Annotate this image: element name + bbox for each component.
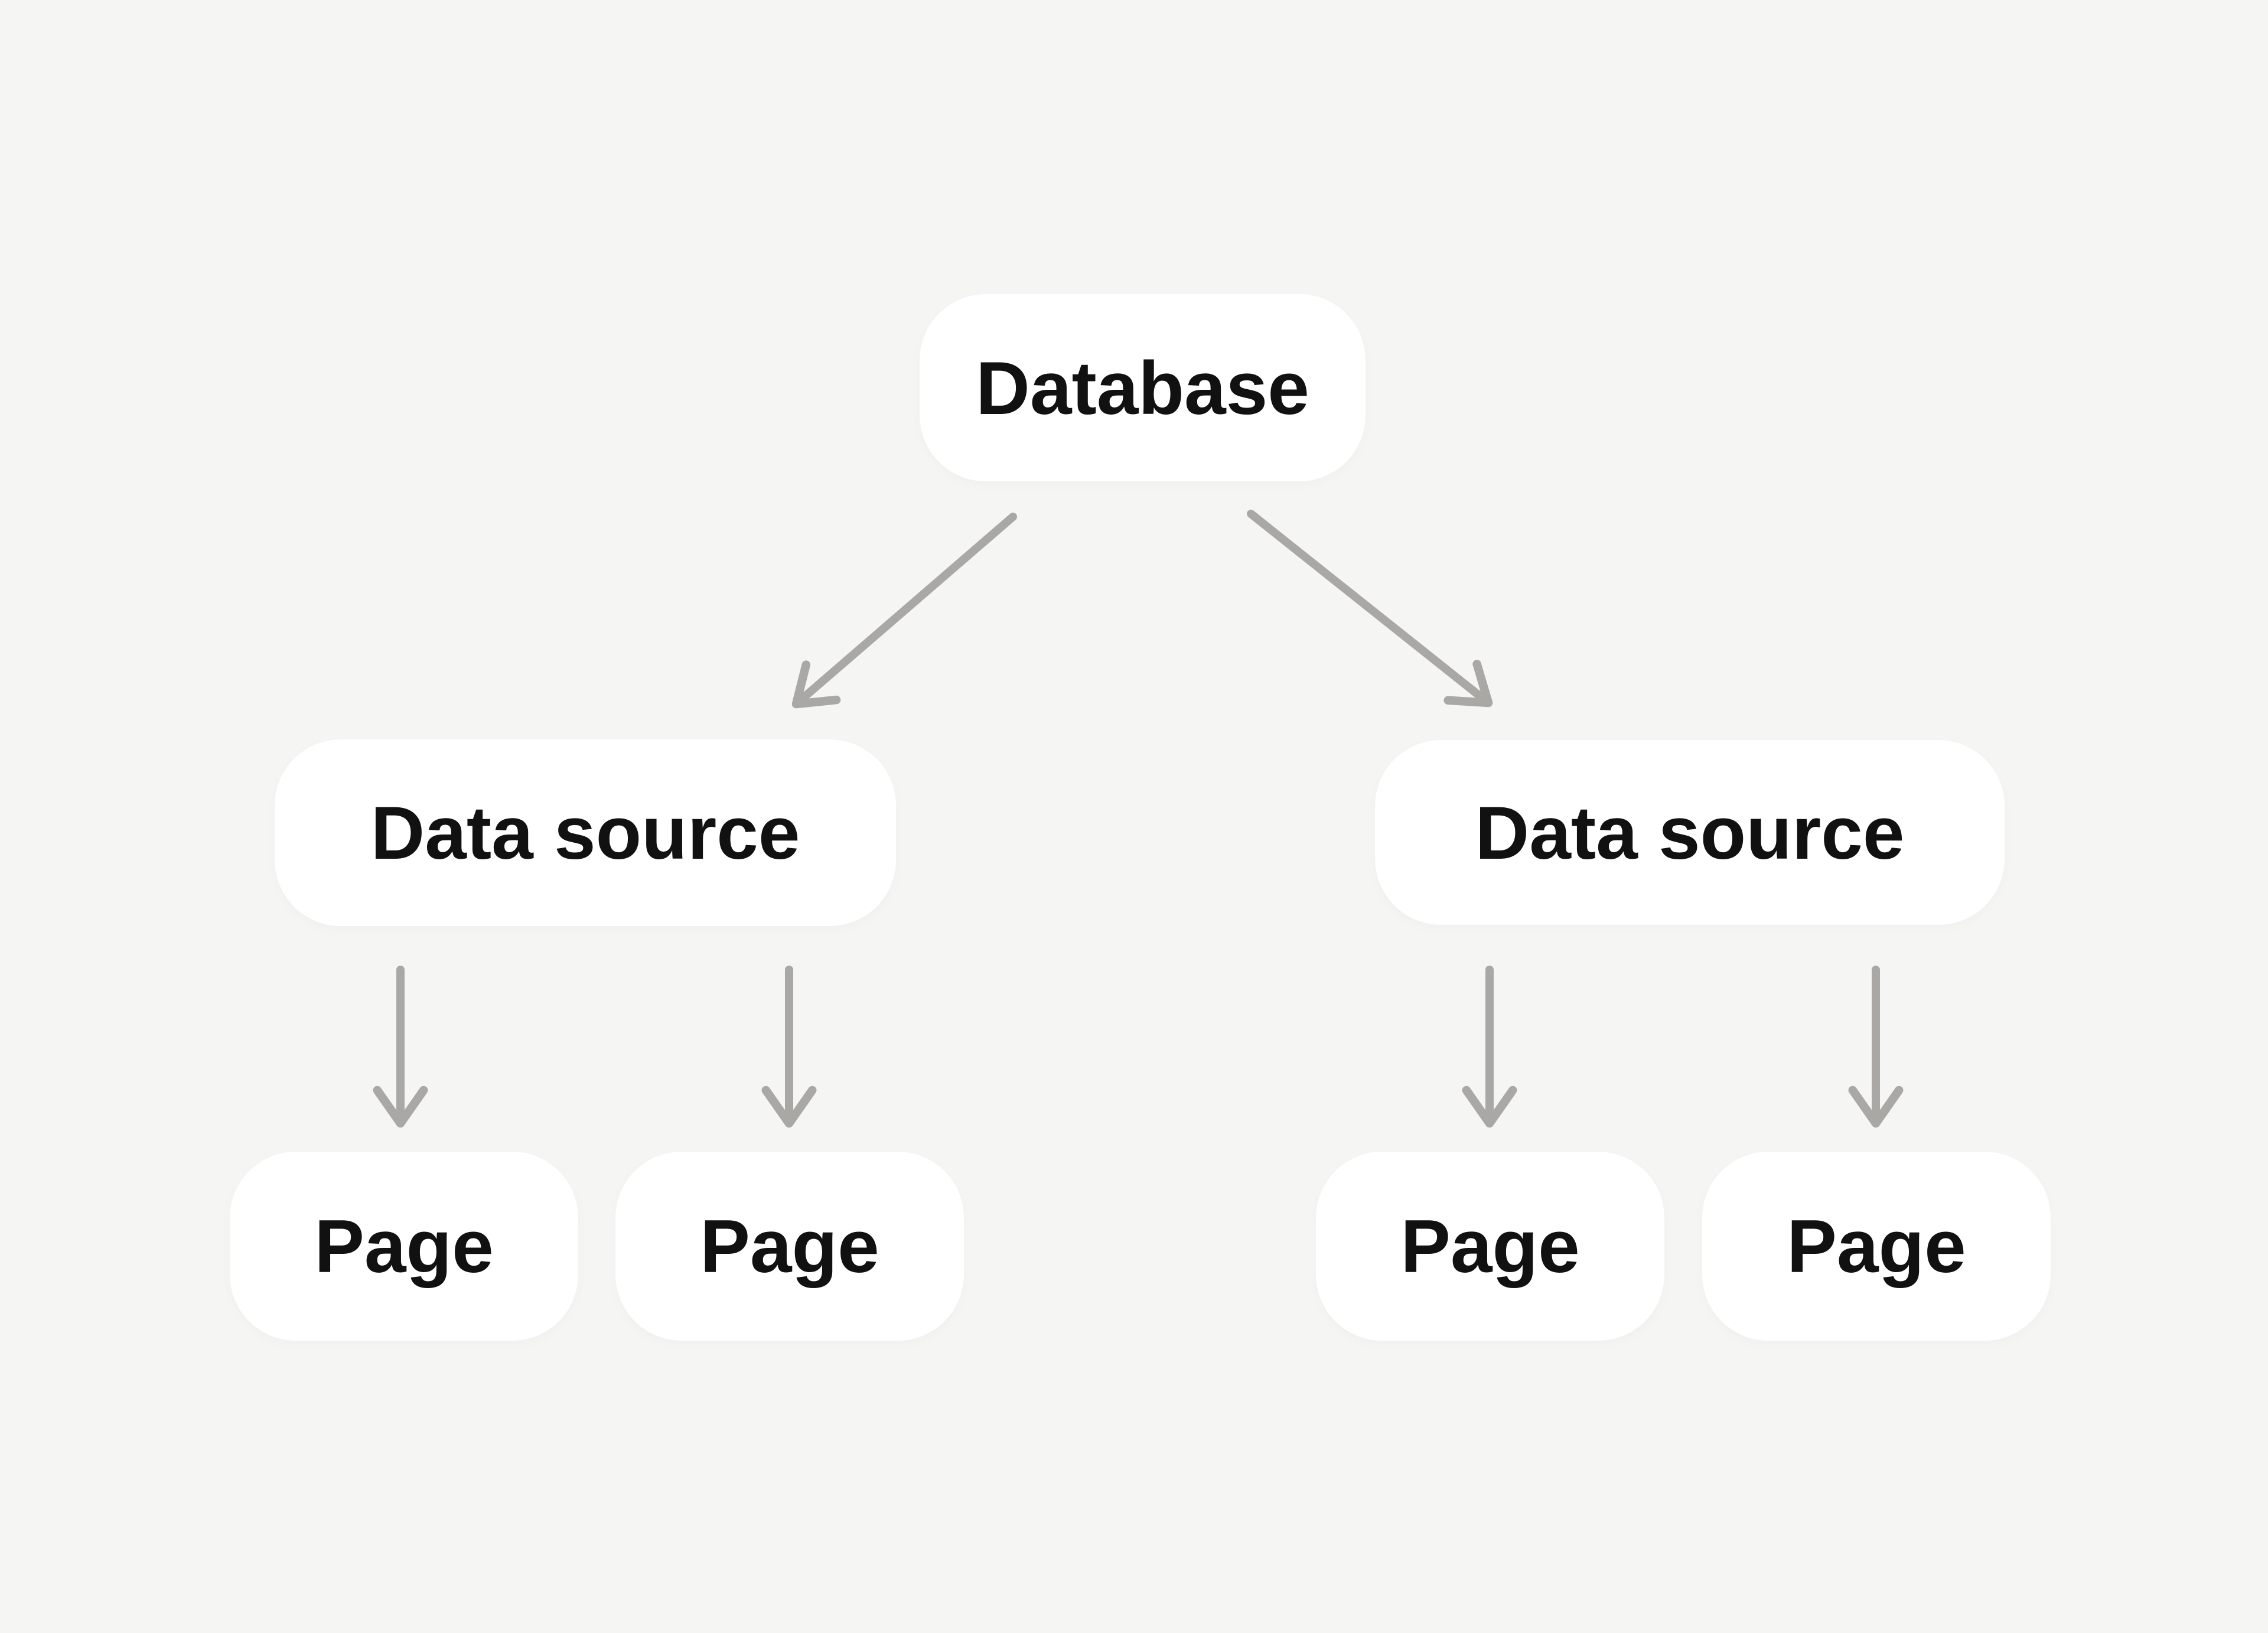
node-page-left-2: Page <box>615 1152 964 1341</box>
node-database-label: Database <box>976 345 1309 430</box>
node-page-right-2-label: Page <box>1787 1204 1966 1288</box>
node-database: Database <box>920 294 1366 481</box>
node-page-right-2: Page <box>1702 1152 2051 1341</box>
node-page-right-1: Page <box>1316 1152 1664 1341</box>
node-page-left-1: Page <box>230 1152 578 1341</box>
node-page-right-1-label: Page <box>1400 1204 1580 1288</box>
node-data-source-right-label: Data source <box>1475 790 1905 875</box>
arrow-database-to-data-source-right <box>1247 510 1493 708</box>
node-page-left-2-label: Page <box>700 1204 879 1288</box>
node-data-source-left-label: Data source <box>370 791 800 875</box>
node-data-source-left: Data source <box>275 739 896 926</box>
arrow-database-to-data-source-left <box>791 513 1017 709</box>
node-page-left-1-label: Page <box>314 1204 494 1288</box>
node-data-source-right: Data source <box>1375 740 2005 925</box>
